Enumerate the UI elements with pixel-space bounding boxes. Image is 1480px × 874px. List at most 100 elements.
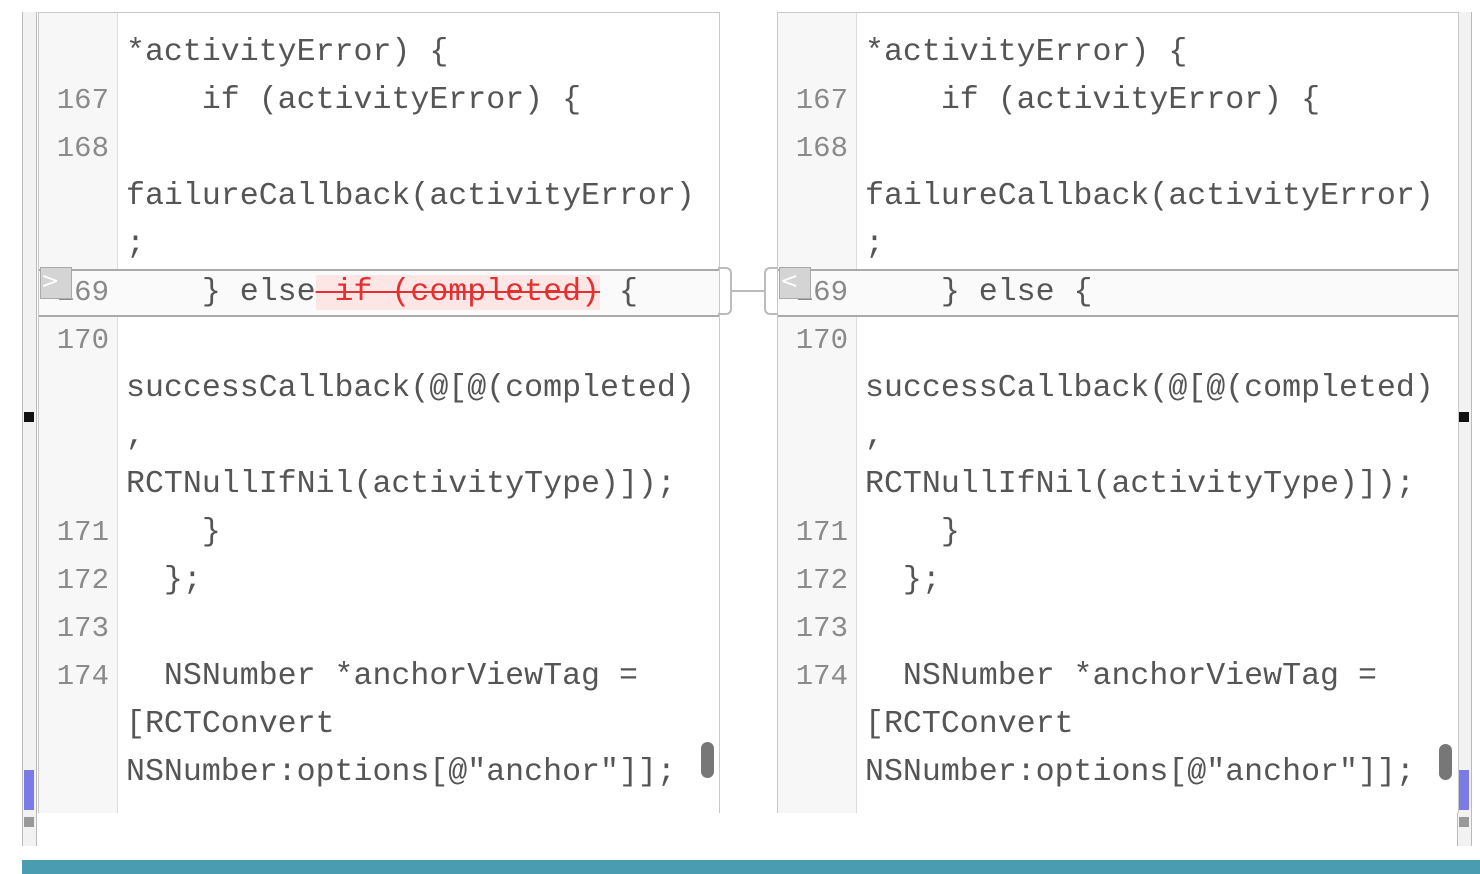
code-line[interactable]: 168 [778, 125, 1458, 173]
code-line[interactable]: 170 [39, 317, 719, 365]
code-line[interactable]: ; [39, 221, 719, 269]
code-line[interactable]: failureCallback(activityError) [39, 173, 719, 221]
code-line[interactable]: 174 NSNumber *anchorViewTag = [778, 653, 1458, 701]
code-segment: , [865, 419, 884, 454]
merge-left-arrow-icon[interactable]: < [779, 267, 811, 299]
code-line[interactable]: successCallback(@[@(completed) [39, 365, 719, 413]
code-segment: [RCTConvert [865, 707, 1074, 742]
ruler-mark [1459, 412, 1469, 422]
code-text[interactable]: NSNumber:options[@"anchor"]]; [865, 749, 1415, 797]
vertical-scrollbar[interactable] [701, 742, 714, 778]
code-line[interactable]: 171 } [39, 509, 719, 557]
code-line[interactable]: 171 } [778, 509, 1458, 557]
code-line[interactable]: 168 [39, 125, 719, 173]
code-segment: *activityError) { [126, 35, 449, 70]
line-number: 173 [795, 612, 848, 645]
code-text[interactable]: [RCTConvert [126, 701, 335, 749]
code-segment: NSNumber:options[@"anchor"]]; [865, 755, 1415, 790]
code-line[interactable]: successCallback(@[@(completed) [778, 365, 1458, 413]
code-text[interactable]: , [865, 413, 884, 461]
code-text[interactable]: failureCallback(activityError) [126, 173, 695, 221]
code-segment: , [126, 419, 145, 454]
code-line[interactable]: 172 }; [39, 557, 719, 605]
code-text[interactable]: } [865, 509, 960, 557]
code-text[interactable]: }; [126, 557, 202, 605]
diff-connector-line [732, 290, 764, 292]
code-text[interactable]: NSNumber *anchorViewTag = [126, 653, 638, 701]
code-line[interactable]: 172 }; [778, 557, 1458, 605]
line-number: 170 [795, 324, 848, 357]
code-segment: NSNumber *anchorViewTag = [865, 659, 1377, 694]
code-segment: failureCallback(activityError) [126, 179, 695, 214]
changed-line[interactable]: 169 } else {< [778, 267, 1458, 317]
code-line[interactable]: 174 NSNumber *anchorViewTag = [39, 653, 719, 701]
code-text[interactable]: [RCTConvert [865, 701, 1074, 749]
code-text[interactable]: successCallback(@[@(completed) [126, 365, 695, 413]
code-text[interactable]: RCTNullIfNil(activityType)]); [126, 461, 676, 509]
code-text[interactable]: }; [865, 557, 941, 605]
code-text[interactable]: *activityError) { [865, 29, 1187, 77]
code-segment: [RCTConvert [126, 707, 335, 742]
code-text[interactable]: ; [865, 221, 884, 269]
code-line[interactable]: RCTNullIfNil(activityType)]); [778, 461, 1458, 509]
code-text[interactable]: NSNumber:options[@"anchor"]]; [126, 749, 676, 797]
code-segment: RCTNullIfNil(activityType)]); [126, 467, 676, 502]
code-text[interactable]: } else if (completed) { [126, 271, 638, 315]
merge-right-arrow-icon[interactable]: > [40, 267, 72, 299]
code-text[interactable]: RCTNullIfNil(activityType)]); [865, 461, 1415, 509]
ruler-mark [24, 412, 34, 422]
code-line[interactable]: *activityError) { [778, 29, 1458, 77]
line-number: 167 [56, 84, 109, 117]
diff-connector-right-bracket [764, 267, 778, 315]
vertical-scrollbar[interactable] [1439, 744, 1452, 780]
left-editor-pane[interactable]: *activityError) { 167 if (activityError) … [38, 12, 720, 813]
code-line[interactable]: 173 [778, 605, 1458, 653]
code-text[interactable]: , [126, 413, 145, 461]
code-line[interactable]: 173 [39, 605, 719, 653]
code-segment: successCallback(@[@(completed) [865, 371, 1434, 406]
code-text[interactable]: } else { [865, 271, 1093, 315]
code-segment: NSNumber *anchorViewTag = [126, 659, 638, 694]
right-overview-ruler[interactable] [1457, 12, 1472, 846]
code-segment: if (activityError) { [126, 83, 582, 118]
line-number: 171 [795, 516, 848, 549]
code-text[interactable]: successCallback(@[@(completed) [865, 365, 1434, 413]
code-segment: }; [865, 563, 941, 598]
line-number-gutter [39, 13, 118, 813]
line-number: 173 [56, 612, 109, 645]
line-number: 174 [795, 660, 848, 693]
code-segment: successCallback(@[@(completed) [126, 371, 695, 406]
left-overview-ruler[interactable] [22, 12, 37, 846]
code-line[interactable]: RCTNullIfNil(activityType)]); [39, 461, 719, 509]
right-editor-pane[interactable]: *activityError) {167 if (activityError) … [777, 12, 1459, 813]
code-segment: NSNumber:options[@"anchor"]]; [126, 755, 676, 790]
diff-connector-left-bracket [718, 267, 732, 315]
line-number: 174 [56, 660, 109, 693]
ruler-viewport[interactable] [24, 770, 34, 810]
line-number: 172 [795, 564, 848, 597]
code-line[interactable]: 170 [778, 317, 1458, 365]
code-text[interactable]: *activityError) { [126, 29, 448, 77]
code-line[interactable]: , [778, 413, 1458, 461]
code-line[interactable]: 167 if (activityError) { [39, 77, 719, 125]
line-number-gutter [778, 13, 857, 813]
code-line[interactable]: , [39, 413, 719, 461]
code-line[interactable]: NSNumber:options[@"anchor"]]; [778, 749, 1458, 797]
code-text[interactable]: if (activityError) { [126, 77, 581, 125]
code-text[interactable]: } [126, 509, 221, 557]
code-text[interactable]: ; [126, 221, 145, 269]
code-line[interactable]: 167 if (activityError) { [778, 77, 1458, 125]
code-text[interactable]: failureCallback(activityError) [865, 173, 1434, 221]
code-segment: ; [865, 227, 884, 262]
code-line[interactable]: failureCallback(activityError) [778, 173, 1458, 221]
ruler-viewport[interactable] [1459, 770, 1469, 810]
code-line[interactable]: [RCTConvert [39, 701, 719, 749]
code-text[interactable]: if (activityError) { [865, 77, 1320, 125]
code-line[interactable]: ; [778, 221, 1458, 269]
code-text[interactable]: NSNumber *anchorViewTag = [865, 653, 1377, 701]
code-line[interactable]: *activityError) { [39, 29, 719, 77]
code-line[interactable]: [RCTConvert [778, 701, 1458, 749]
line-number: 171 [56, 516, 109, 549]
changed-line[interactable]: 169 } else if (completed) {> [39, 267, 719, 317]
code-line[interactable]: NSNumber:options[@"anchor"]]; [39, 749, 719, 797]
